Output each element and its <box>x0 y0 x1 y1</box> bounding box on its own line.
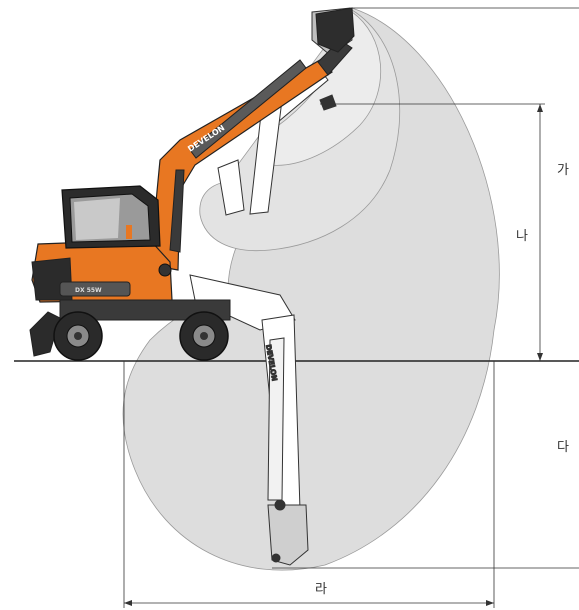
bucket <box>315 7 355 53</box>
front-wheel <box>53 311 103 361</box>
dimension-arrows <box>124 104 543 606</box>
dimension-label-da: 다 <box>557 440 569 455</box>
dimension-label-ra: 라 <box>315 582 327 597</box>
boom-cylinder <box>169 169 185 253</box>
side-panel <box>59 281 131 297</box>
dimension-label-ga: 가 <box>557 163 569 178</box>
lower-arm-position: DEVELON <box>189 274 309 566</box>
dimension-label-na: 나 <box>516 229 528 244</box>
model-badge: DX 55W <box>75 287 102 294</box>
excavator: DEVELON DX 55W <box>29 7 355 361</box>
dimension-lines <box>123 7 579 608</box>
rear-wheel <box>179 311 229 361</box>
chassis <box>59 299 231 321</box>
arm-cylinder <box>189 59 307 159</box>
